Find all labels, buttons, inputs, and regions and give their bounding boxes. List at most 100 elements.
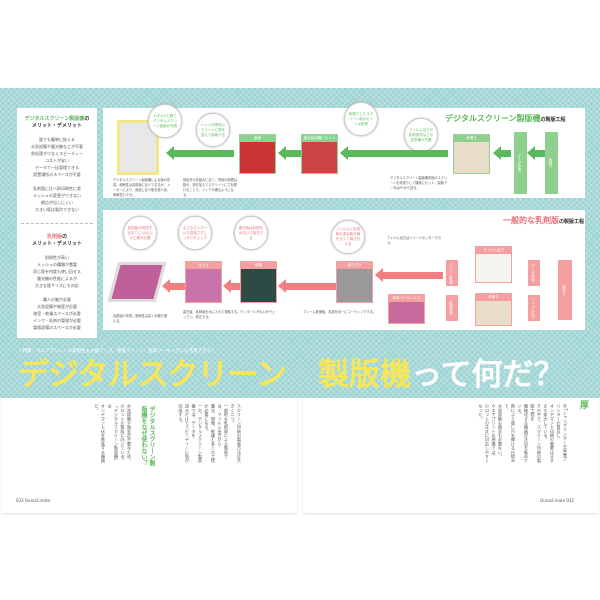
title-rest: の製版工程 [540,117,566,123]
process-arrow [166,146,234,160]
headline-right: 製版機って何だ？ [318,358,564,392]
list-item: 水洗設備や暗室が必要 [37,304,77,309]
paragraph: スクリーン印刷の製版方法は大きく二つ。 [230,404,243,463]
list-item: メッシュの変更ができない [33,193,81,198]
finished-emulsion-screen [107,262,167,302]
list-item: 大きい版は製作できない [35,207,79,212]
emulsion-merits-list: 耐刷性が高い メッシュの種類が豊富 同じ版を何度も使い回せる 露光機の性能による… [17,254,97,289]
photo-image [476,301,511,325]
process-step: 乳剤塗布 [446,295,458,321]
title-subtitle: メリット・デメリット [31,123,82,129]
body-text: 手Tシャツプリンターや昇華プリンターが普及し、 オンデマンド印刷の需要はますます… [343,404,569,464]
process-arrow [278,279,336,293]
caption: 熱転写の仕組みに近く、専用の時間は数分。熱を加えてスクリーンに穴を開けることで、… [183,178,238,197]
title-highlight: 乳剤版 [46,234,62,240]
photo-image [241,269,276,302]
divider [21,223,93,224]
screen-image [120,123,156,172]
page-number-left: 033 OurosCreate [16,498,50,503]
list-item: メッシュの種類が豊富 [37,262,77,267]
paragraph: 一方、デジタルスクリーン製版機では、データを [191,404,204,463]
speech-bubble: わずか2工程でデジタルスクリーン製版が完成 [148,104,182,138]
list-item: 網点が出しにくい [41,200,73,205]
list-item: 耐刷性が高い [45,255,69,260]
paragraph: ウエアプリントの現場では、 [491,404,497,459]
process-start-step: 版作り [558,260,572,320]
process-photo: 枠張り [453,134,490,174]
list-item: 露光機の性能によるが [37,276,77,281]
subheading: デジタルスクリーン製版機をなぜ使わない？ [140,406,155,466]
paragraph: 簡略化する機器が注目を集めている。 [517,404,530,463]
process-photo: 製版 [239,134,276,174]
paragraph: 小ロットの製版に向いている。 [120,404,126,463]
paragraph: 小ロットの注文に対応しやすくなった。 [478,404,491,463]
photo-label: 枠張り [476,294,511,301]
paragraph: 送るだけでスピーディーに版が完成する。 [178,404,191,463]
title-subtitle: メリット・デメリット [31,241,82,247]
list-item: 職人の腕が必要 [43,297,71,302]
process-step: データ作成 [528,260,540,286]
speech-bubble: 小さなピンホールも見逃さずしっかりチェック [178,216,212,250]
caption: デジタルスクリーン製版機による版の完成。耐刷性は乳剤版に比べて劣るが、メーカーに… [113,178,171,197]
diagram-title: デジタルスクリーン製版機の製版工程 [445,114,565,125]
photo-label: フィルム出力 [476,247,511,254]
process-photo: 仕上げ [185,261,222,303]
process-arrow [223,279,241,293]
paragraph: オンデマンド化を推進する機器だ。 [94,404,107,463]
process-photo: 乳剤コーティング [388,294,425,324]
list-item: データで一括管理できる [35,165,79,170]
title-highlight: 一般的な乳剤版 [503,216,559,225]
caption: フレーム乾燥後、乳剤を均一にコーティングする。 [303,310,377,314]
caption: フィルム出力はイメージセッターで行う。 [387,236,441,245]
process-photo: 焼き付け [336,261,373,303]
process-arrow [493,146,511,160]
process-arrow [340,146,448,160]
digital-process-diagram: デジタルスクリーン製版機の製版工程 わずか2工程でデジタルスクリーン製版が完成 … [103,102,585,198]
speech-bubble: 乳剤版が完成するまでに10以上の工程が必要 [123,216,157,250]
process-arrow [375,268,443,282]
list-item: 水洗設備や露光機などが不要 [31,144,83,149]
title-rest: の [84,116,90,122]
digital-demerits-list: 乳剤版に比べ耐印刷性に差 メッシュの変更ができない 網点が出しにくい 大きい版は… [17,185,97,213]
title-rest: の製版工程 [559,219,585,225]
paragraph: 「デジタルスクリーン製版機」は [107,404,120,463]
kicker-text: ｜特集｜ウエアプリントの実用性も大幅アップ、看板プリント、金属マーキングにも活用… [18,349,216,354]
title-highlight: デジタルスクリーン製版機 [24,116,85,122]
emulsion-demerits-list: 職人の腕が必要 水洗設備や暗室が必要 暗室・乾燥スペースが必要 インク・乳剤の管… [17,296,97,331]
process-photo: 枠張り [475,293,512,326]
photo-label: 製版 [240,135,275,142]
drop-cap: 厚 [580,401,590,411]
emulsion-merits-title: 乳剤版のメリット・デメリット [17,234,97,248]
finished-screen-photo [117,120,159,175]
page-number-right: OurosCreate 032 [540,498,574,503]
headline-rest: って何だ？ [411,357,565,393]
process-arrow [527,146,545,160]
speech-bubble: ヘッドが専用スクリーンに熱を加えて製版する [196,113,230,147]
list-item: 設置場所のスペースが不要 [33,172,81,177]
process-photo: 現像 [240,261,277,303]
digital-merits-title: デジタルスクリーン製版機のメリット・デメリット [17,116,97,130]
photo-image [389,302,424,323]
photo-image [337,269,372,302]
merits-sidebar: デジタルスクリーン製版機のメリット・デメリット 誰でも簡単に扱える 水洗設備や露… [17,108,97,338]
photo-image [476,254,511,282]
paragraph: 露光、現像、乾燥と多くの工程が必要になる。 [204,404,217,463]
title-highlight: デジタルスクリーン製版機 [445,114,541,123]
list-item: 同じ版を何度も使い回せる [33,269,81,274]
photo-image [186,269,221,302]
list-item: 前処理が少なくスピーディー [31,151,83,156]
photo-image [240,142,275,173]
paragraph: 熱により版に穴を開ける仕組みで、 [504,404,517,463]
list-item: 大きな版サイズにも対応 [35,283,79,288]
photo-label: 焼き付け [337,262,372,269]
paragraph: オンデマンド印刷の需要はますます拡大している。 [543,404,556,463]
speech-bubble: 枠張りしたスクリーン版のセットは簡単 [344,102,378,136]
photo-label: 乳剤コーティング [389,295,424,302]
paragraph: 水洗設備や暗室が不要なため、 [127,404,132,463]
paragraph: 手Tシャツプリンターや昇華プリンターが普及し、 [556,404,569,462]
headline-highlight: 製版機 [318,357,411,393]
process-arrow [162,279,185,293]
photo-image [454,142,489,173]
photo-label: 仕上げ [186,262,221,269]
paragraph: 一般的な乳剤版による製版では、フィルム出力から [217,404,230,459]
